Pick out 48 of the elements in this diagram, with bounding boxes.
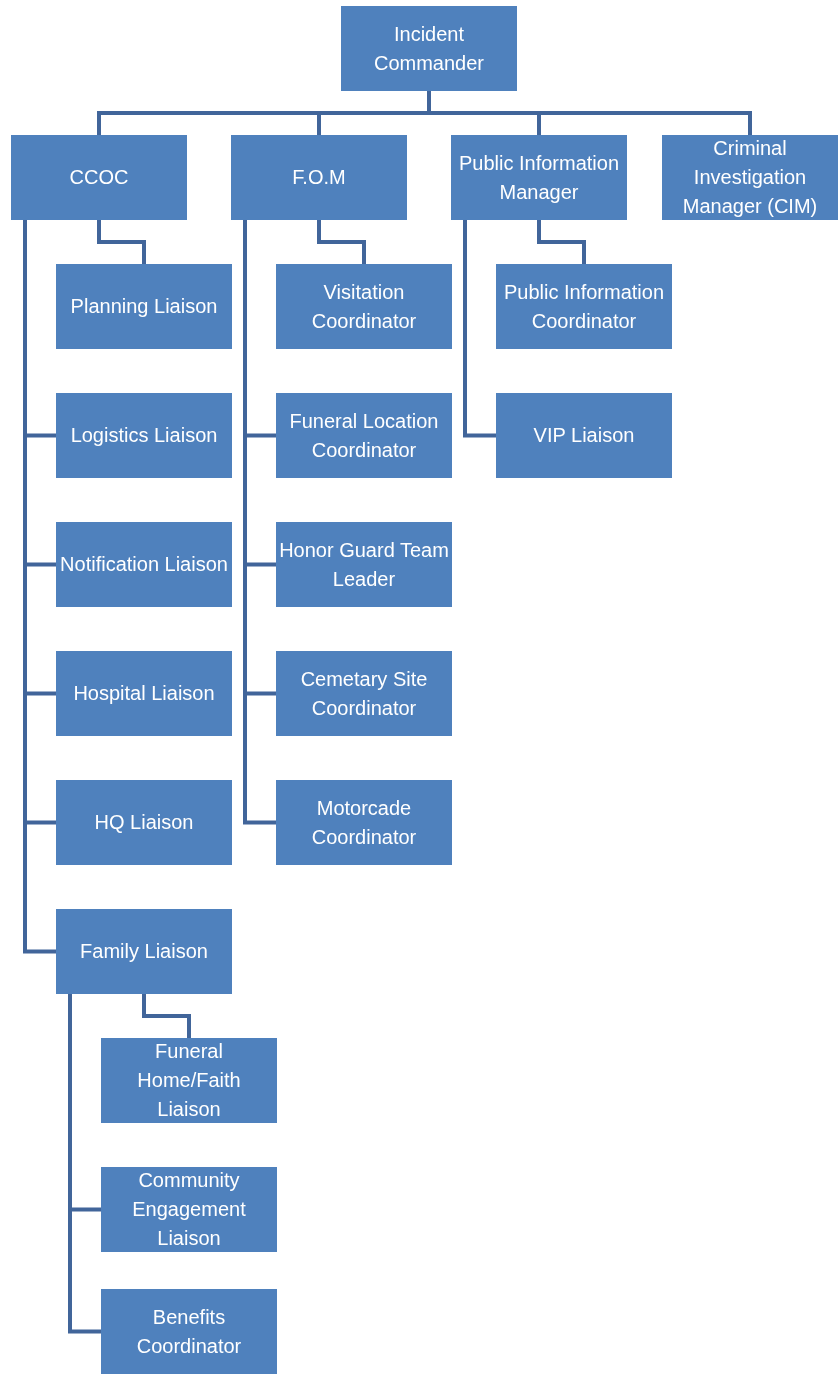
org-box: [276, 264, 452, 349]
org-box: [56, 780, 232, 865]
role-title: Notification Liaison: [60, 552, 228, 577]
connector-line: [317, 220, 366, 264]
role-title: Public Information Coordinator: [502, 279, 666, 334]
connector-line: [463, 220, 496, 438]
role-title: Planning Liaison: [70, 294, 218, 319]
connector-line: [537, 220, 586, 264]
connector-line: [97, 220, 146, 264]
org-box: [56, 522, 232, 607]
org-box: [276, 393, 452, 478]
role-title: Funeral Location Coordinator: [288, 408, 440, 463]
role-title: Honor Guard Team Leader: [279, 537, 449, 592]
role-title: Community Engagement Liaison: [131, 1168, 247, 1251]
role-title: Logistics Liaison: [70, 423, 218, 448]
org-box: [101, 1167, 277, 1252]
role-title: Funeral Home/Faith Liaison: [136, 1039, 242, 1122]
role-title: Incident Commander: [372, 21, 485, 76]
org-box: [56, 393, 232, 478]
org-box: [496, 393, 672, 478]
role-title: Family Liaison: [80, 939, 208, 964]
org-box: [341, 6, 517, 91]
org-box: [101, 1289, 277, 1374]
role-title: HQ Liaison: [94, 810, 194, 835]
org-box: [662, 135, 838, 220]
connector-line: [142, 994, 191, 1038]
role-title: Visitation Coordinator: [310, 279, 418, 334]
org-box: [276, 780, 452, 865]
role-title: VIP Liaison: [533, 423, 635, 448]
role-title: Cemetary Site Coordinator: [299, 666, 429, 721]
role-title: F.O.M: [292, 165, 346, 190]
org-box: [56, 264, 232, 349]
role-title: Motorcade Coordinator: [310, 795, 418, 850]
role-title: Hospital Liaison: [73, 681, 215, 706]
org-box: [56, 651, 232, 736]
org-box: [11, 135, 187, 220]
role-title: CCOC: [69, 165, 129, 190]
role-title: Benefits Coordinator: [135, 1304, 243, 1359]
role-title: Public Information Manager: [457, 150, 621, 205]
org-box: [451, 135, 627, 220]
connector-line: [68, 994, 101, 1334]
org-box: [496, 264, 672, 349]
org-box: [101, 1038, 277, 1123]
org-box: [56, 909, 232, 994]
role-title: Criminal Investigation Manager (CIM): [681, 136, 819, 219]
org-box: [276, 651, 452, 736]
org-box: [231, 135, 407, 220]
org-box: [276, 522, 452, 607]
